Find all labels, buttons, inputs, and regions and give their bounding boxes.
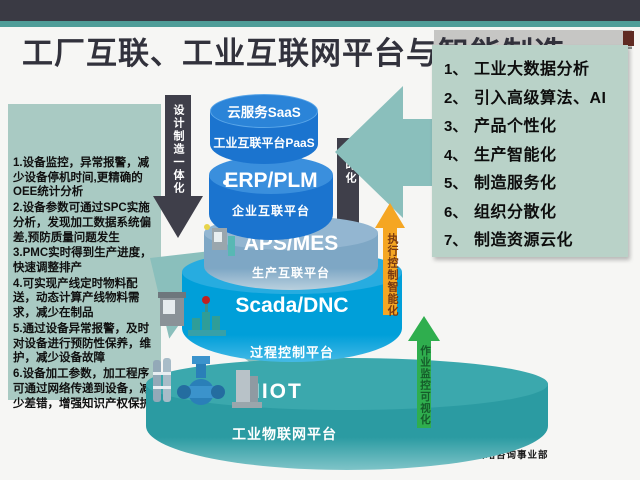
realtime-label: 实时化 (344, 146, 356, 185)
cylinder-erp-subtitle: 企业互联平台 (231, 204, 310, 218)
cylinder-scada-title: Scada/DNC (235, 294, 349, 317)
benefit-item-3: 3、 产品个性化 (444, 113, 628, 142)
benefit-text: 工业大数据分析 (474, 61, 590, 78)
benefit-num: 5、 (444, 175, 468, 192)
left-text-content: 1.设备监控，异常报警，减少设备停机时间,更精确的OEE统计分析 2.设备参数可… (13, 156, 158, 412)
cylinder-iiot-title: IIOT (254, 380, 303, 403)
benefit-item-5: 5、 制造服务化 (444, 170, 628, 199)
benefit-text: 制造资源云化 (474, 232, 574, 249)
left-item-5: 5.通过设备异常报警，及时对设备进行预防性保养，维护，减少设备故障 (13, 322, 151, 365)
cylinder-saas-top (210, 94, 318, 128)
benefits-list-box: 1、 工业大数据分析 2、 引入高级算法、AI 3、 产品个性化 4、 生产智能… (432, 45, 628, 257)
dot-decoration (223, 180, 228, 185)
left-text-panel: 1.设备监控，异常报警，减少设备停机时间,更精确的OEE统计分析 2.设备参数可… (8, 104, 161, 410)
operation-monitoring-label: 作业监控可视化 (419, 345, 431, 426)
left-item-4: 4.可实现产线定时物料配送，动态计算产线物料需求，减少在制品 (13, 277, 140, 320)
cylinder-iiot-top (146, 358, 548, 410)
benefit-num: 4、 (444, 146, 468, 164)
left-item-3: 3.PMC实时得到生产进度，快速调整排产 (13, 247, 152, 275)
benefit-text: 制造服务化 (474, 175, 557, 192)
benefit-num: 1、 (444, 61, 468, 78)
cylinder-saas: 云服务SaaS 工业互联平台PaaS (210, 94, 318, 164)
cylinder-iiot: IIOT 工业物联网平台 (146, 358, 548, 470)
top-teal-band (0, 21, 640, 27)
cylinder-scada-subtitle: 过程控制平台 (249, 345, 334, 360)
cylinder-erp-title: ERP/PLM (224, 169, 318, 192)
benefit-num: 2、 (444, 89, 468, 107)
cylinder-saas-subtitle: 工业互联平台PaaS (213, 136, 315, 150)
top-dark-band (0, 0, 640, 21)
left-item-6: 6.设备加工参数，加工程序可通过网络传递到设备，减少差错，增强知识产权保护 (13, 368, 151, 410)
benefit-num: 6、 (444, 203, 468, 221)
execution-control-label: 执行控制智能化 (386, 233, 398, 317)
benefit-item-4: 4、 生产智能化 (444, 142, 628, 171)
cylinder-erp: ERP/PLM 企业互联平台 (209, 156, 333, 240)
benefit-item-6: 6、 组织分散化 (444, 199, 628, 228)
left-item-2: 2.设备参数可通过SPC实施分析，发现加工数据系统偏差,预防质量问题发生 (13, 202, 151, 244)
left-item-1: 1.设备监控，异常报警，减少设备停机时间,更精确的OEE统计分析 (13, 157, 150, 199)
benefit-text: 组织分散化 (474, 203, 557, 221)
design-integration-label: 设计制造一体化 (172, 104, 184, 195)
benefit-text: 引入高级算法、AI (474, 89, 607, 107)
benefit-num: 3、 (444, 118, 468, 135)
benefit-item-2: 2、 引入高级算法、AI (444, 85, 628, 114)
benefit-num: 7、 (444, 232, 468, 249)
cylinder-saas-title: 云服务SaaS (227, 105, 301, 120)
benefit-text: 产品个性化 (474, 118, 557, 135)
cylinder-aps-subtitle: 生产互联平台 (251, 266, 330, 280)
benefit-item-7: 7、 制造资源云化 (444, 227, 628, 256)
maroon-accent-bar (623, 31, 634, 46)
benefit-item-1: 1、 工业大数据分析 (444, 56, 628, 85)
cylinder-iiot-subtitle: 工业物联网平台 (232, 426, 337, 442)
benefit-text: 生产智能化 (474, 146, 557, 164)
